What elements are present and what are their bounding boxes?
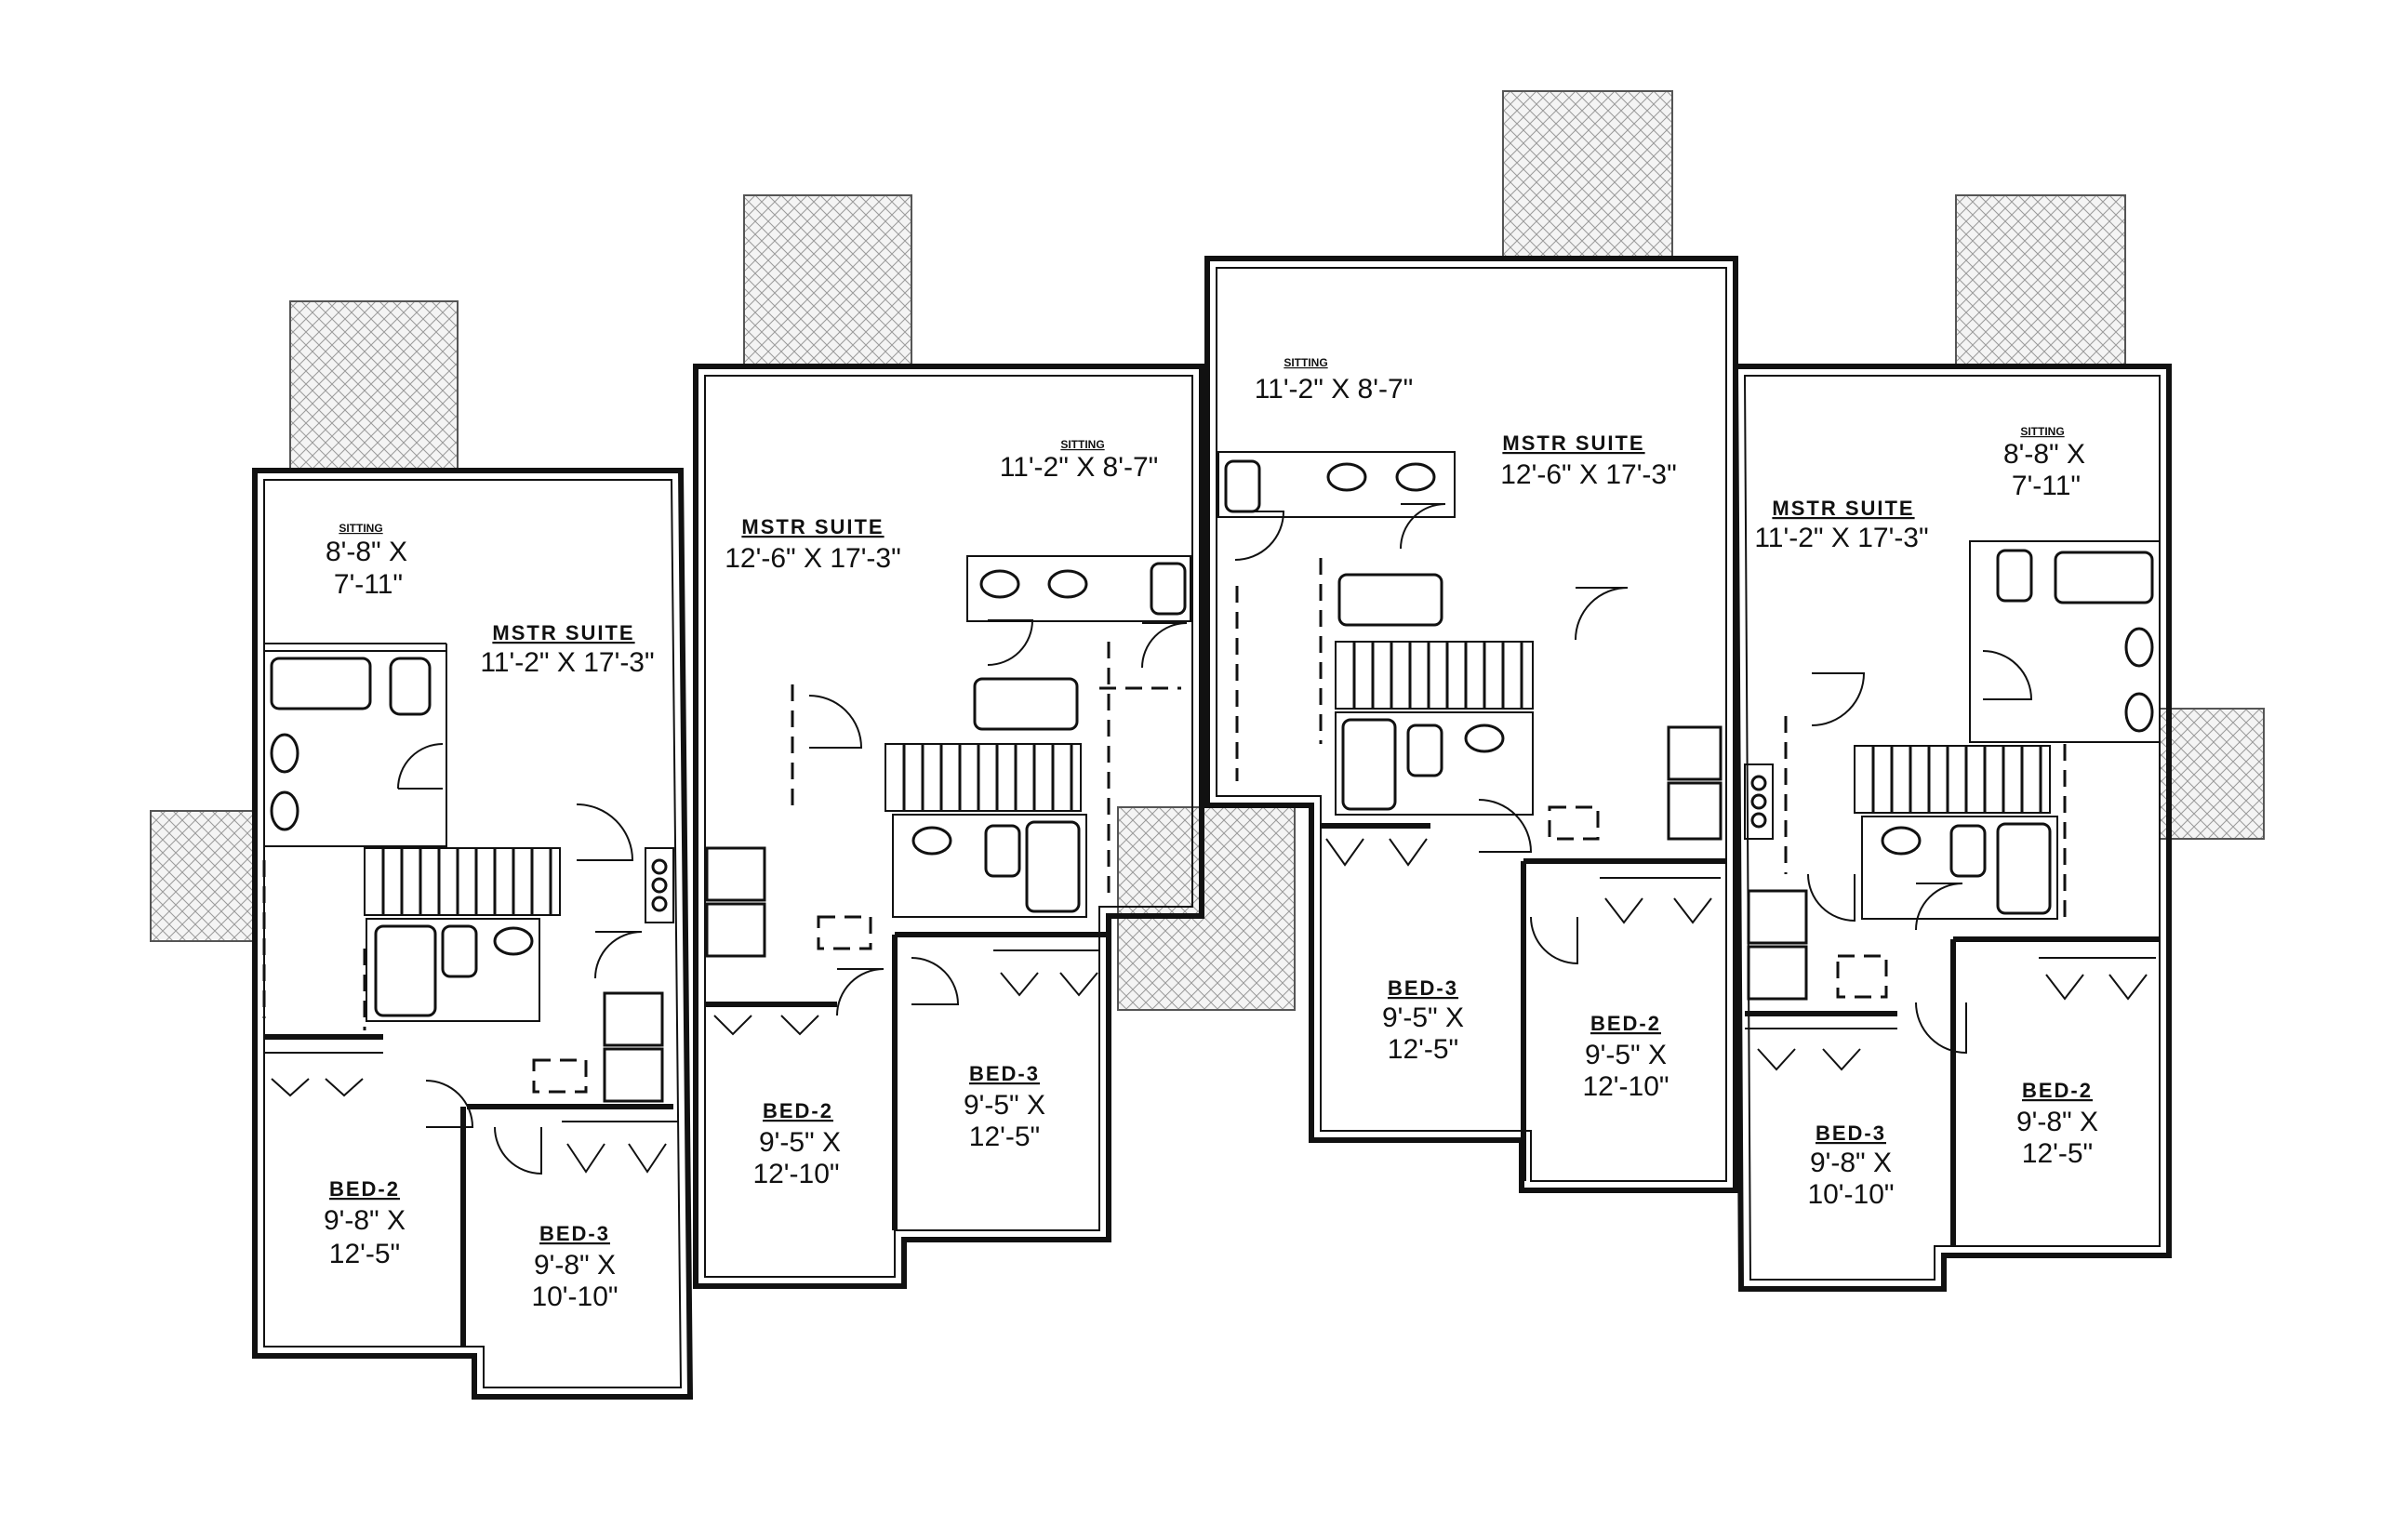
unit2-sitting-label: SITTING xyxy=(1060,438,1104,451)
unit4-bedA-dim1: 9'-8" X xyxy=(1810,1148,1892,1178)
unit2-exterior-wall xyxy=(693,364,1204,1289)
unit3-master-label: MSTR SUITE xyxy=(1502,431,1644,455)
unit4-master-label: MSTR SUITE xyxy=(1772,497,1914,520)
unit2-dryer xyxy=(705,902,766,958)
unit1-sink-1 xyxy=(270,733,299,774)
unit2-sink-2 xyxy=(1047,569,1088,599)
unit1-bedA-label: BED-2 xyxy=(329,1177,400,1201)
unit-2 xyxy=(693,364,1204,1289)
unit1-hall-sink xyxy=(493,926,534,956)
unit3-dryer xyxy=(1667,781,1723,841)
unit2-washer xyxy=(705,846,766,902)
unit2-bedB-dim2: 12'-5" xyxy=(969,1122,1040,1152)
unit2-bedA-label: BED-2 xyxy=(763,1099,833,1122)
unit3-bedA-label: BED-3 xyxy=(1388,976,1458,1000)
unit3-toilet xyxy=(1224,459,1261,513)
deck-unit1-top xyxy=(289,300,459,470)
unit1-toilet xyxy=(389,657,432,716)
unit2-hall-tub xyxy=(1025,820,1081,913)
unit2-stairs xyxy=(885,743,1082,812)
unit1-dryer xyxy=(603,1047,664,1103)
unit3-hall-toilet xyxy=(1406,724,1443,777)
unit3-sink-1 xyxy=(1326,462,1367,492)
unit3-bedB-dim2: 12'-10" xyxy=(1582,1071,1669,1102)
unit2-bedB-dim1: 9'-5" X xyxy=(964,1090,1045,1121)
unit4-toilet xyxy=(1996,549,2033,603)
unit3-sitting-dim1: 11'-2" X 8'-7" xyxy=(1255,374,1414,405)
deck-unit4-side xyxy=(2159,708,2265,840)
unit2-bedA-dim2: 12'-10" xyxy=(752,1159,839,1189)
unit2-bedA-dim1: 9'-5" X xyxy=(759,1127,841,1158)
unit4-sink-2 xyxy=(2124,692,2154,733)
unit1-hall-tub xyxy=(374,924,437,1017)
unit3-bedB-label: BED-2 xyxy=(1590,1012,1661,1035)
unit4-sink-1 xyxy=(2124,627,2154,668)
unit2-master-label: MSTR SUITE xyxy=(741,515,884,538)
unit3-sitting-label: SITTING xyxy=(1284,356,1327,369)
unit2-sitting-dim1: 11'-2" X 8'-7" xyxy=(1000,452,1159,483)
deck-unit2-top xyxy=(743,194,912,368)
unit1-bedB-label: BED-3 xyxy=(539,1222,610,1245)
unit3-washer xyxy=(1667,725,1723,781)
unit3-master-dim: 12'-6" X 17'-3" xyxy=(1500,459,1677,490)
unit-4 xyxy=(1732,364,2172,1292)
unit4-sitting-dim1: 8'-8" X xyxy=(2003,439,2085,470)
unit4-bedB-dim2: 12'-5" xyxy=(2022,1138,2093,1169)
unit4-bedB-dim1: 9'-8" X xyxy=(2016,1107,2098,1137)
unit1-sink-2 xyxy=(270,790,299,831)
unit1-master-dim: 11'-2" X 17'-3" xyxy=(480,647,654,678)
unit4-exterior-wall xyxy=(1732,364,2172,1292)
unit3-sink-2 xyxy=(1395,462,1436,492)
unit4-stairs xyxy=(1854,745,2051,814)
unit4-washer xyxy=(1747,889,1808,945)
unit1-stairs xyxy=(364,847,561,916)
unit4-hall-tub xyxy=(1996,822,2052,915)
unit1-bedA-dim1: 9'-8" X xyxy=(324,1205,406,1236)
unit3-stairs xyxy=(1335,641,1534,710)
unit3-bedA-dim2: 12'-5" xyxy=(1388,1034,1458,1065)
unit4-dryer xyxy=(1747,945,1808,1001)
unit3-bedA-dim1: 9'-5" X xyxy=(1382,1002,1464,1033)
unit1-sitting-label: SITTING xyxy=(339,522,382,535)
unit2-toilet xyxy=(1150,562,1187,616)
unit3-bedB-dim1: 9'-5" X xyxy=(1585,1040,1667,1070)
unit4-hall-sink xyxy=(1881,826,1922,856)
unit2-bedB-label: BED-3 xyxy=(969,1062,1040,1085)
unit4-sitting-label: SITTING xyxy=(2020,425,2064,438)
unit4-sitting-dim2: 7'-11" xyxy=(2012,471,2081,501)
unit4-master-dim: 11'-2" X 17'-3" xyxy=(1754,523,1928,553)
unit1-bedB-dim1: 9'-8" X xyxy=(534,1250,616,1281)
unit3-bathtub xyxy=(1337,573,1443,627)
unit2-hall-sink xyxy=(911,826,952,856)
unit1-washer xyxy=(603,991,664,1047)
unit4-bathtub xyxy=(2054,551,2154,604)
unit4-hall-toilet xyxy=(1949,824,1987,878)
unit1-bedA-dim2: 12'-5" xyxy=(329,1239,400,1269)
unit1-master-label: MSTR SUITE xyxy=(492,621,634,644)
unit1-exterior-wall xyxy=(252,468,694,1400)
unit1-sitting-dim2: 7'-11" xyxy=(334,569,403,600)
unit1-bedB-dim2: 10'-10" xyxy=(531,1281,618,1312)
unit1-sitting-dim1: 8'-8" X xyxy=(326,537,407,567)
unit4-bedB-label: BED-2 xyxy=(2022,1079,2093,1102)
unit4-bedA-label: BED-3 xyxy=(1816,1122,1886,1145)
unit3-hall-sink xyxy=(1464,724,1505,753)
unit3-hall-tub xyxy=(1341,718,1397,811)
deck-unit4-top xyxy=(1955,194,2126,368)
unit2-hall-toilet xyxy=(984,824,1021,878)
deck-unit1-side xyxy=(150,810,256,942)
unit1-bathtub xyxy=(270,657,372,710)
unit2-bathtub xyxy=(973,677,1079,731)
unit1-hall-toilet xyxy=(441,924,478,978)
unit-1 xyxy=(252,468,694,1400)
unit2-master-dim: 12'-6" X 17'-3" xyxy=(725,543,901,574)
deck-unit2-bottom xyxy=(1117,806,1296,1011)
unit4-bedA-dim2: 10'-10" xyxy=(1807,1179,1894,1210)
unit2-sink-1 xyxy=(979,569,1020,599)
deck-unit3-top xyxy=(1502,90,1673,259)
